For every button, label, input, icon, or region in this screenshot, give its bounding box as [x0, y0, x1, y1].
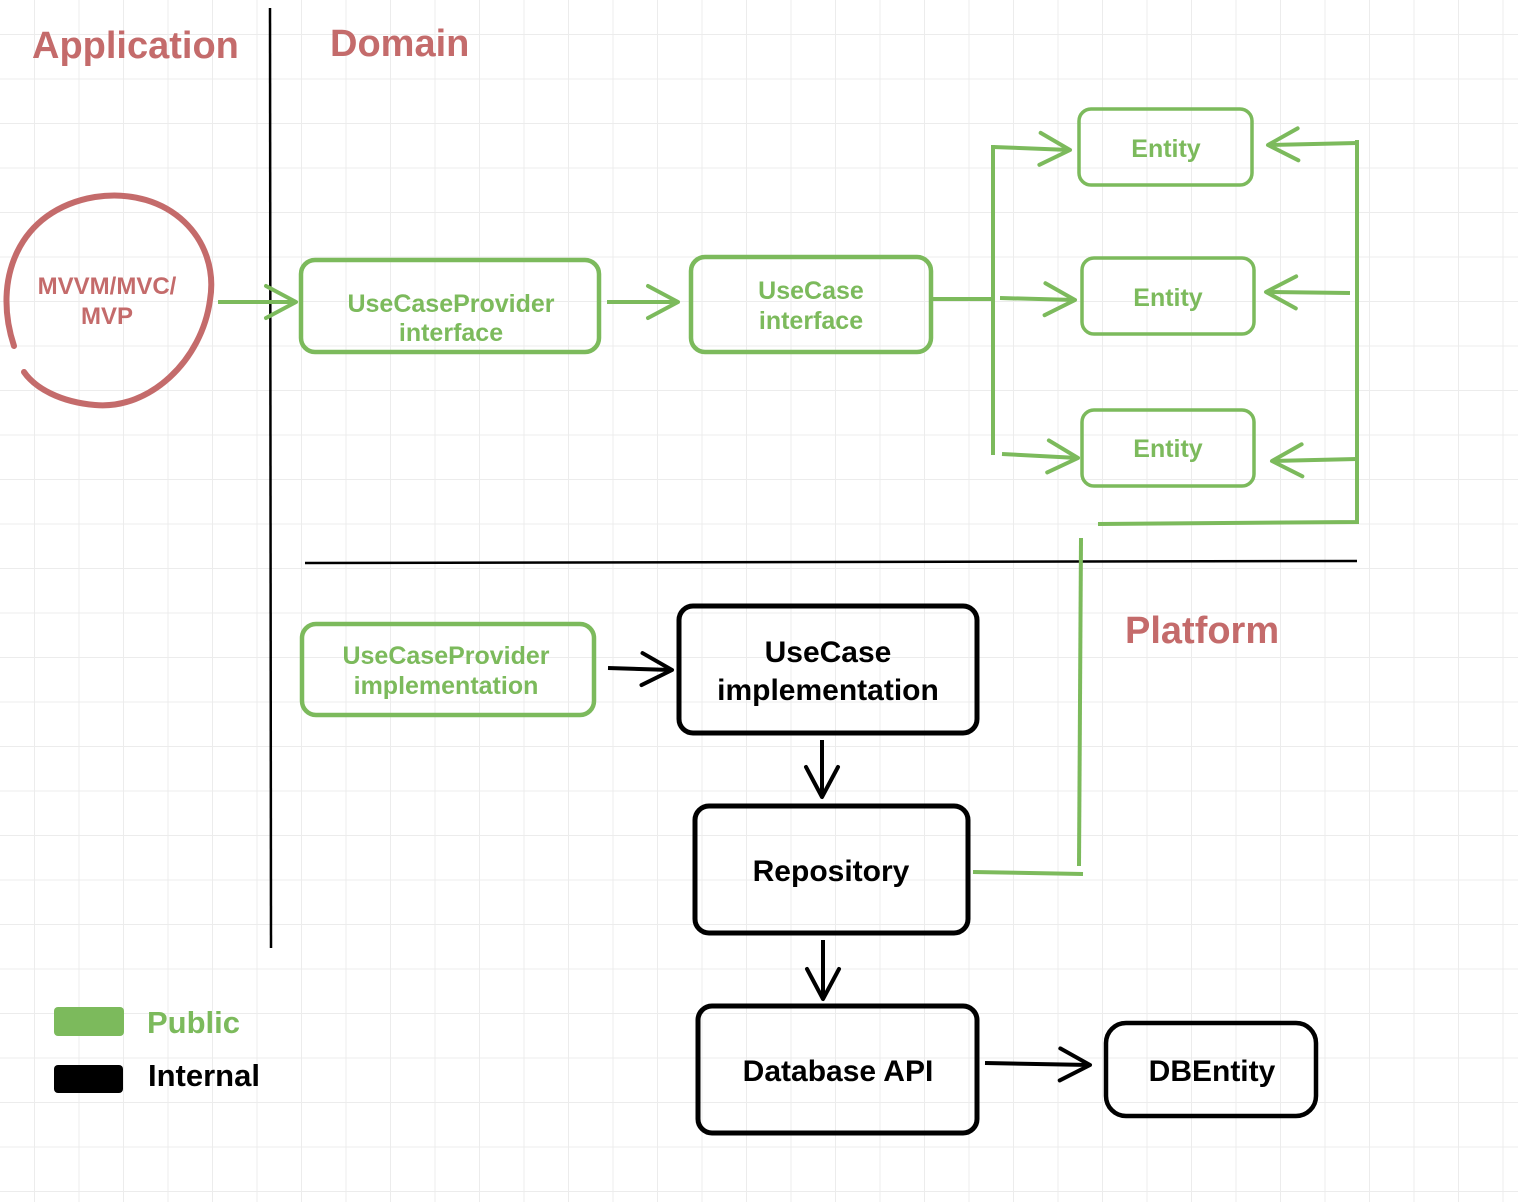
application-region-title: Application: [32, 25, 239, 67]
platform-region-title: Platform: [1125, 610, 1279, 652]
repository-box: Repository: [692, 803, 971, 936]
dbentity-box: DBEntity: [1103, 1020, 1319, 1119]
app-node-circle: [3, 192, 215, 409]
database-api-label: Database API: [743, 1055, 934, 1088]
arrow-back-to-entity-1: [1266, 126, 1358, 163]
application-domain-separator: [268, 7, 273, 949]
usecase-provider-interface-box: UseCaseProvider interface: [298, 257, 602, 355]
legend-public-label: Public: [147, 1005, 240, 1040]
usecase-provider-implementation-line1: UseCaseProvider: [342, 642, 549, 670]
arrow-to-entity-2: [999, 281, 1077, 318]
usecase-interface-box: UseCase interface: [688, 254, 934, 355]
legend-public-swatch: [54, 1007, 124, 1036]
app-node-label-line1: MVVM/MVC/: [38, 273, 177, 300]
entity-3-label: Entity: [1133, 435, 1203, 463]
usecase-provider-implementation-box: UseCaseProvider implementation: [299, 621, 597, 718]
app-node-label-line2: MVP: [81, 303, 133, 330]
entity-2-label: Entity: [1133, 284, 1203, 312]
legend-internal-swatch: [54, 1065, 123, 1093]
repository-entity-link-vertical: [1077, 537, 1083, 867]
arrow-provider-impl-to-usecase-impl: [607, 651, 674, 688]
entity-bus-right: [1097, 140, 1359, 526]
usecase-provider-implementation-line2: implementation: [354, 672, 539, 700]
arrow-to-entity-3: [1001, 438, 1080, 475]
usecase-provider-interface-line2: interface: [399, 319, 503, 347]
dbentity-label: DBEntity: [1149, 1055, 1276, 1088]
entity-box-1: Entity: [1077, 107, 1254, 187]
usecase-implementation-line2: implementation: [717, 674, 939, 707]
arrow-back-to-entity-3: [1270, 442, 1358, 479]
repository-label: Repository: [753, 855, 910, 888]
usecase-provider-interface-line1: UseCaseProvider: [347, 290, 554, 318]
arrow-database-api-to-dbentity: [984, 1046, 1092, 1083]
domain-region-title: Domain: [330, 23, 469, 65]
entity-box-3: Entity: [1080, 408, 1256, 488]
repository-entity-link-horizontal: [972, 870, 1084, 876]
legend: Public Internal: [54, 1005, 260, 1093]
domain-platform-separator: [304, 559, 1358, 565]
usecase-implementation-box: UseCase implementation: [676, 603, 980, 736]
arrow-to-entity-1: [992, 130, 1072, 167]
usecase-implementation-line1: UseCase: [765, 636, 892, 669]
entity-box-2: Entity: [1080, 256, 1256, 336]
usecase-interface-line2: interface: [759, 307, 863, 335]
arrow-back-to-entity-2: [1264, 274, 1351, 311]
usecase-interface-line1: UseCase: [758, 277, 864, 305]
database-api-box: Database API: [695, 1003, 980, 1136]
legend-internal-label: Internal: [148, 1058, 260, 1093]
entity-1-label: Entity: [1131, 135, 1201, 163]
